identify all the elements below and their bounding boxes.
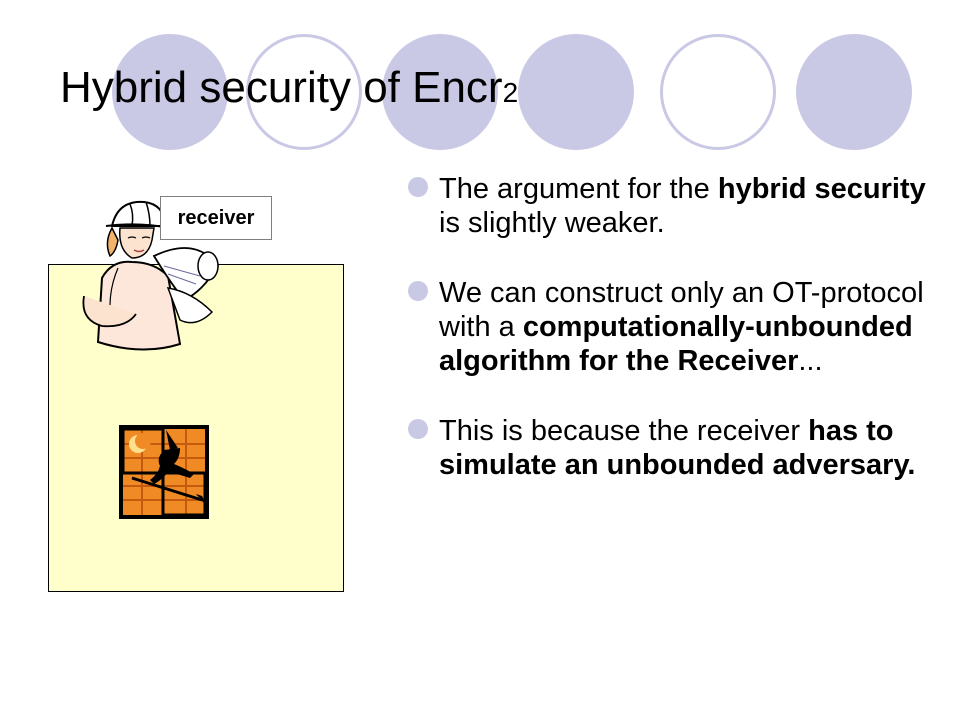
- bullet-3-text-a: This is because the receiver: [439, 415, 809, 447]
- bullet-2-text-a: We can construct only an OT-protocol wit…: [439, 277, 924, 343]
- bullet-list: The argument for the hybrid security is …: [408, 172, 928, 518]
- title-subscript: 2: [502, 77, 519, 108]
- bullet-3-bold: has to simulate an unbounded adversary.: [439, 415, 916, 481]
- bullet-item-3: This is because the receiver has to simu…: [408, 414, 928, 482]
- witch-clipart-icon: [119, 425, 209, 519]
- decorative-circle-2: [246, 34, 362, 150]
- bullet-2-text-b: ...: [798, 345, 823, 377]
- bullet-2-bold: computationally-unbounded algorithm for …: [439, 311, 913, 377]
- bullet-1-text-b: is slightly weaker.: [439, 207, 665, 239]
- engineer-clipart-icon: [82, 200, 220, 351]
- bullet-dot-icon: [408, 177, 428, 197]
- decorative-circle-5: [660, 34, 776, 150]
- bullet-dot-icon: [408, 281, 428, 301]
- bullet-dot-icon: [408, 419, 428, 439]
- decorative-circle-4: [518, 34, 634, 150]
- bullet-1-text-a: The argument for the: [439, 173, 718, 205]
- decorative-circle-1: [112, 34, 228, 150]
- bullet-item-1: The argument for the hybrid security is …: [408, 172, 928, 240]
- slide-title: Hybrid security of Encr2: [60, 63, 519, 112]
- decorative-circle-6: [796, 34, 912, 150]
- bullet-1-bold: hybrid security: [717, 173, 926, 205]
- title-main: Hybrid security of Encr: [60, 63, 503, 112]
- decorative-circle-3: [382, 34, 498, 150]
- bullet-item-2: We can construct only an OT-protocol wit…: [408, 276, 928, 378]
- receiver-label: receiver: [160, 196, 272, 240]
